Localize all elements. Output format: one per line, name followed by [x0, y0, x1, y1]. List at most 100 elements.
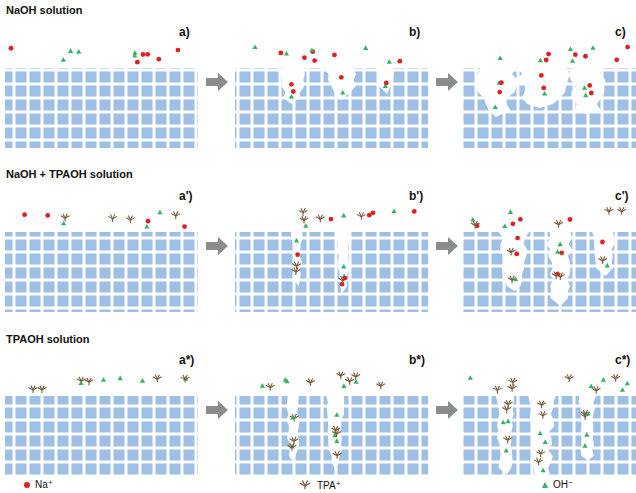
na-ion: [135, 60, 140, 65]
tpa-ion: [299, 208, 308, 216]
tpa-ion: [493, 386, 502, 394]
oh-ion: [157, 210, 162, 215]
tpa-ion: [592, 386, 601, 394]
na-ion: [541, 86, 546, 91]
panel-label: b): [408, 26, 421, 40]
na-ion: [544, 58, 549, 63]
tpa-ion: [181, 375, 190, 383]
zeolite-crystal: [235, 68, 428, 148]
zeolite-crystal: [5, 396, 198, 476]
zeolite-panels: [5, 44, 636, 478]
na-ion: [176, 48, 181, 53]
legend-item: Na⁺: [22, 479, 55, 490]
oh-ion: [508, 209, 513, 214]
tpa-ion: [306, 378, 315, 386]
zeolite-crystal: [5, 68, 198, 148]
oh-ion: [541, 468, 546, 473]
tpa-ion: [108, 214, 117, 222]
etched-cavity: [578, 395, 596, 460]
oh-ion: [625, 381, 630, 386]
tpa-ion: [537, 401, 546, 409]
oh-ion: [558, 242, 563, 247]
oh-ion: [387, 59, 392, 64]
na-ion: [9, 46, 14, 51]
oh-ion: [140, 378, 145, 383]
etched-cavity: [326, 395, 344, 470]
crystal-panel: [462, 374, 636, 478]
tpa-ion: [471, 221, 480, 229]
tpa-ion: [338, 276, 347, 284]
etched-cavity: [290, 231, 304, 286]
row-heading: TPAOH solution: [5, 333, 91, 346]
tpa-ion: [345, 377, 354, 385]
na-ion: [510, 221, 515, 226]
crystal-panel: [462, 45, 636, 148]
etched-cavity: [376, 67, 396, 94]
tpa-ion: [554, 220, 563, 228]
tpa-ion: [266, 383, 275, 391]
oh-ion: [61, 57, 66, 62]
na-ion: [539, 73, 544, 78]
tpa-ion: [598, 256, 607, 264]
tpa-ion: [565, 374, 574, 382]
oh-ion: [582, 443, 587, 448]
na-ion: [302, 55, 307, 60]
tpa-ion: [508, 384, 517, 392]
tpa-ion: [61, 214, 70, 222]
step-arrow: [206, 237, 228, 255]
na-ion: [45, 213, 50, 218]
crystal-panel: [462, 207, 636, 312]
na-ion: [340, 282, 345, 287]
na-ion: [573, 52, 578, 57]
tpa-ion: [507, 248, 516, 256]
crystal-panel: [5, 375, 228, 476]
tpa-ion: [552, 271, 561, 279]
oh-ion: [363, 45, 368, 50]
legend-swatch: [542, 482, 548, 488]
etched-cavity: [280, 67, 305, 104]
tpa-ion: [617, 207, 626, 215]
tpa-ion: [126, 216, 135, 224]
etched-cavity: [496, 395, 516, 474]
legend-swatch: [24, 482, 30, 488]
tpa-ion: [605, 207, 614, 215]
panel-label: a): [178, 26, 191, 40]
na-ion: [289, 82, 294, 87]
zeolite-crystal: [462, 232, 636, 312]
na-ion: [312, 58, 317, 63]
oh-ion: [341, 213, 346, 218]
na-ion: [555, 272, 560, 277]
na-ion: [559, 250, 564, 255]
na-ion: [22, 212, 27, 217]
tpa-ion: [171, 212, 180, 220]
oh-ion: [493, 104, 498, 109]
tpa-ion: [292, 262, 301, 270]
na-ion: [625, 45, 630, 50]
oh-ion: [284, 379, 289, 384]
oh-ion: [538, 431, 543, 436]
oh-ion: [498, 55, 503, 60]
legend-text: OH⁻: [553, 479, 573, 490]
tpa-symbol: [298, 479, 312, 491]
panel-label: b*): [408, 354, 426, 368]
legend-item: TPA⁺: [296, 479, 343, 491]
tpa-ion: [536, 450, 545, 458]
tpa-ion: [331, 426, 340, 434]
tpa-ion: [351, 372, 360, 380]
oh-ion: [341, 264, 346, 269]
legend-text: Na⁺: [35, 479, 53, 490]
oh-ion: [252, 44, 257, 49]
oh-ion: [132, 53, 137, 58]
oh-ion: [542, 91, 547, 96]
oh-ion: [501, 420, 506, 425]
tpa-ion: [29, 385, 38, 393]
crystal-panel: [5, 46, 228, 148]
crystal-panel: [235, 371, 458, 476]
oh-ion: [144, 224, 149, 229]
oh-ion: [260, 383, 265, 388]
tpa-ion: [534, 458, 543, 466]
oh-ion: [620, 387, 625, 392]
tpa-ion: [300, 216, 309, 224]
zeolite-crystal: [5, 232, 198, 312]
